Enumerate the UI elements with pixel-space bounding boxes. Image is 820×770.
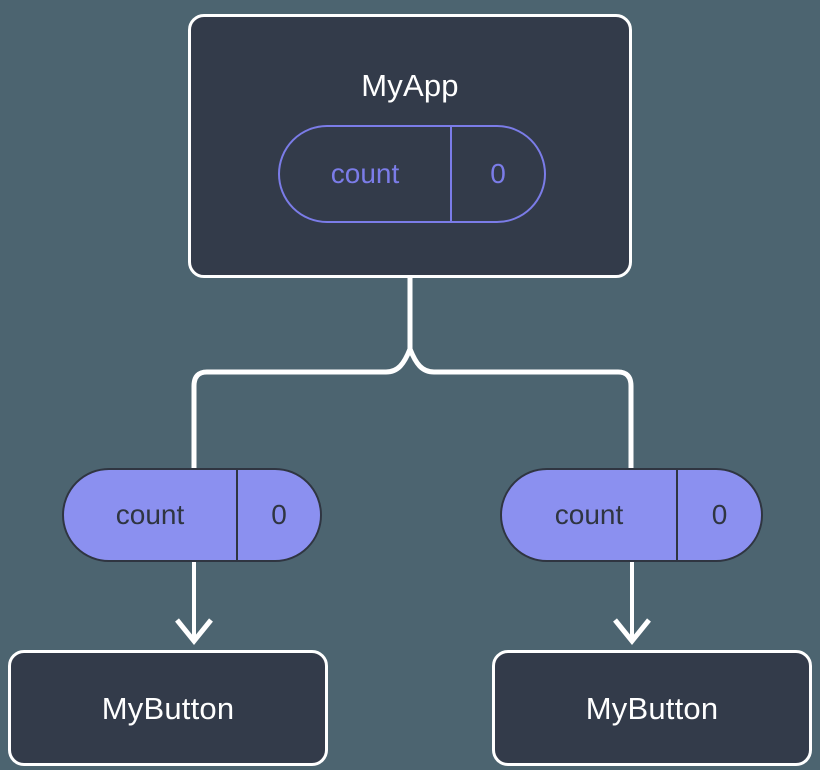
state-pill-myapp-count[interactable]: count 0: [278, 125, 546, 223]
component-title-mybutton-right: MyButton: [585, 690, 719, 726]
branch-connector-group: [191, 275, 634, 471]
branch-left-wing: [191, 346, 413, 471]
component-box-mybutton-left[interactable]: MyButton: [8, 650, 328, 766]
prop-pill-left-value: 0: [236, 470, 320, 560]
prop-pill-right-value: 0: [676, 470, 761, 560]
prop-pill-right-key: count: [554, 499, 624, 530]
prop-pill-right-count[interactable]: count 0: [500, 468, 763, 562]
arrow-left-head: [175, 618, 213, 645]
prop-pill-left-key: count: [115, 499, 185, 530]
arrow-right-pill-to-button: [613, 562, 651, 645]
component-title-mybutton-left: MyButton: [101, 690, 235, 726]
arrow-left-pill-to-button: [175, 562, 213, 645]
state-pill-value: 0: [450, 127, 544, 221]
component-title-myapp: MyApp: [361, 68, 459, 103]
prop-pill-left-count[interactable]: count 0: [62, 468, 322, 562]
component-box-mybutton-right[interactable]: MyButton: [492, 650, 812, 766]
branch-right-wing: [407, 346, 634, 471]
arrow-right-head: [613, 618, 651, 645]
state-pill-key: count: [330, 158, 400, 189]
